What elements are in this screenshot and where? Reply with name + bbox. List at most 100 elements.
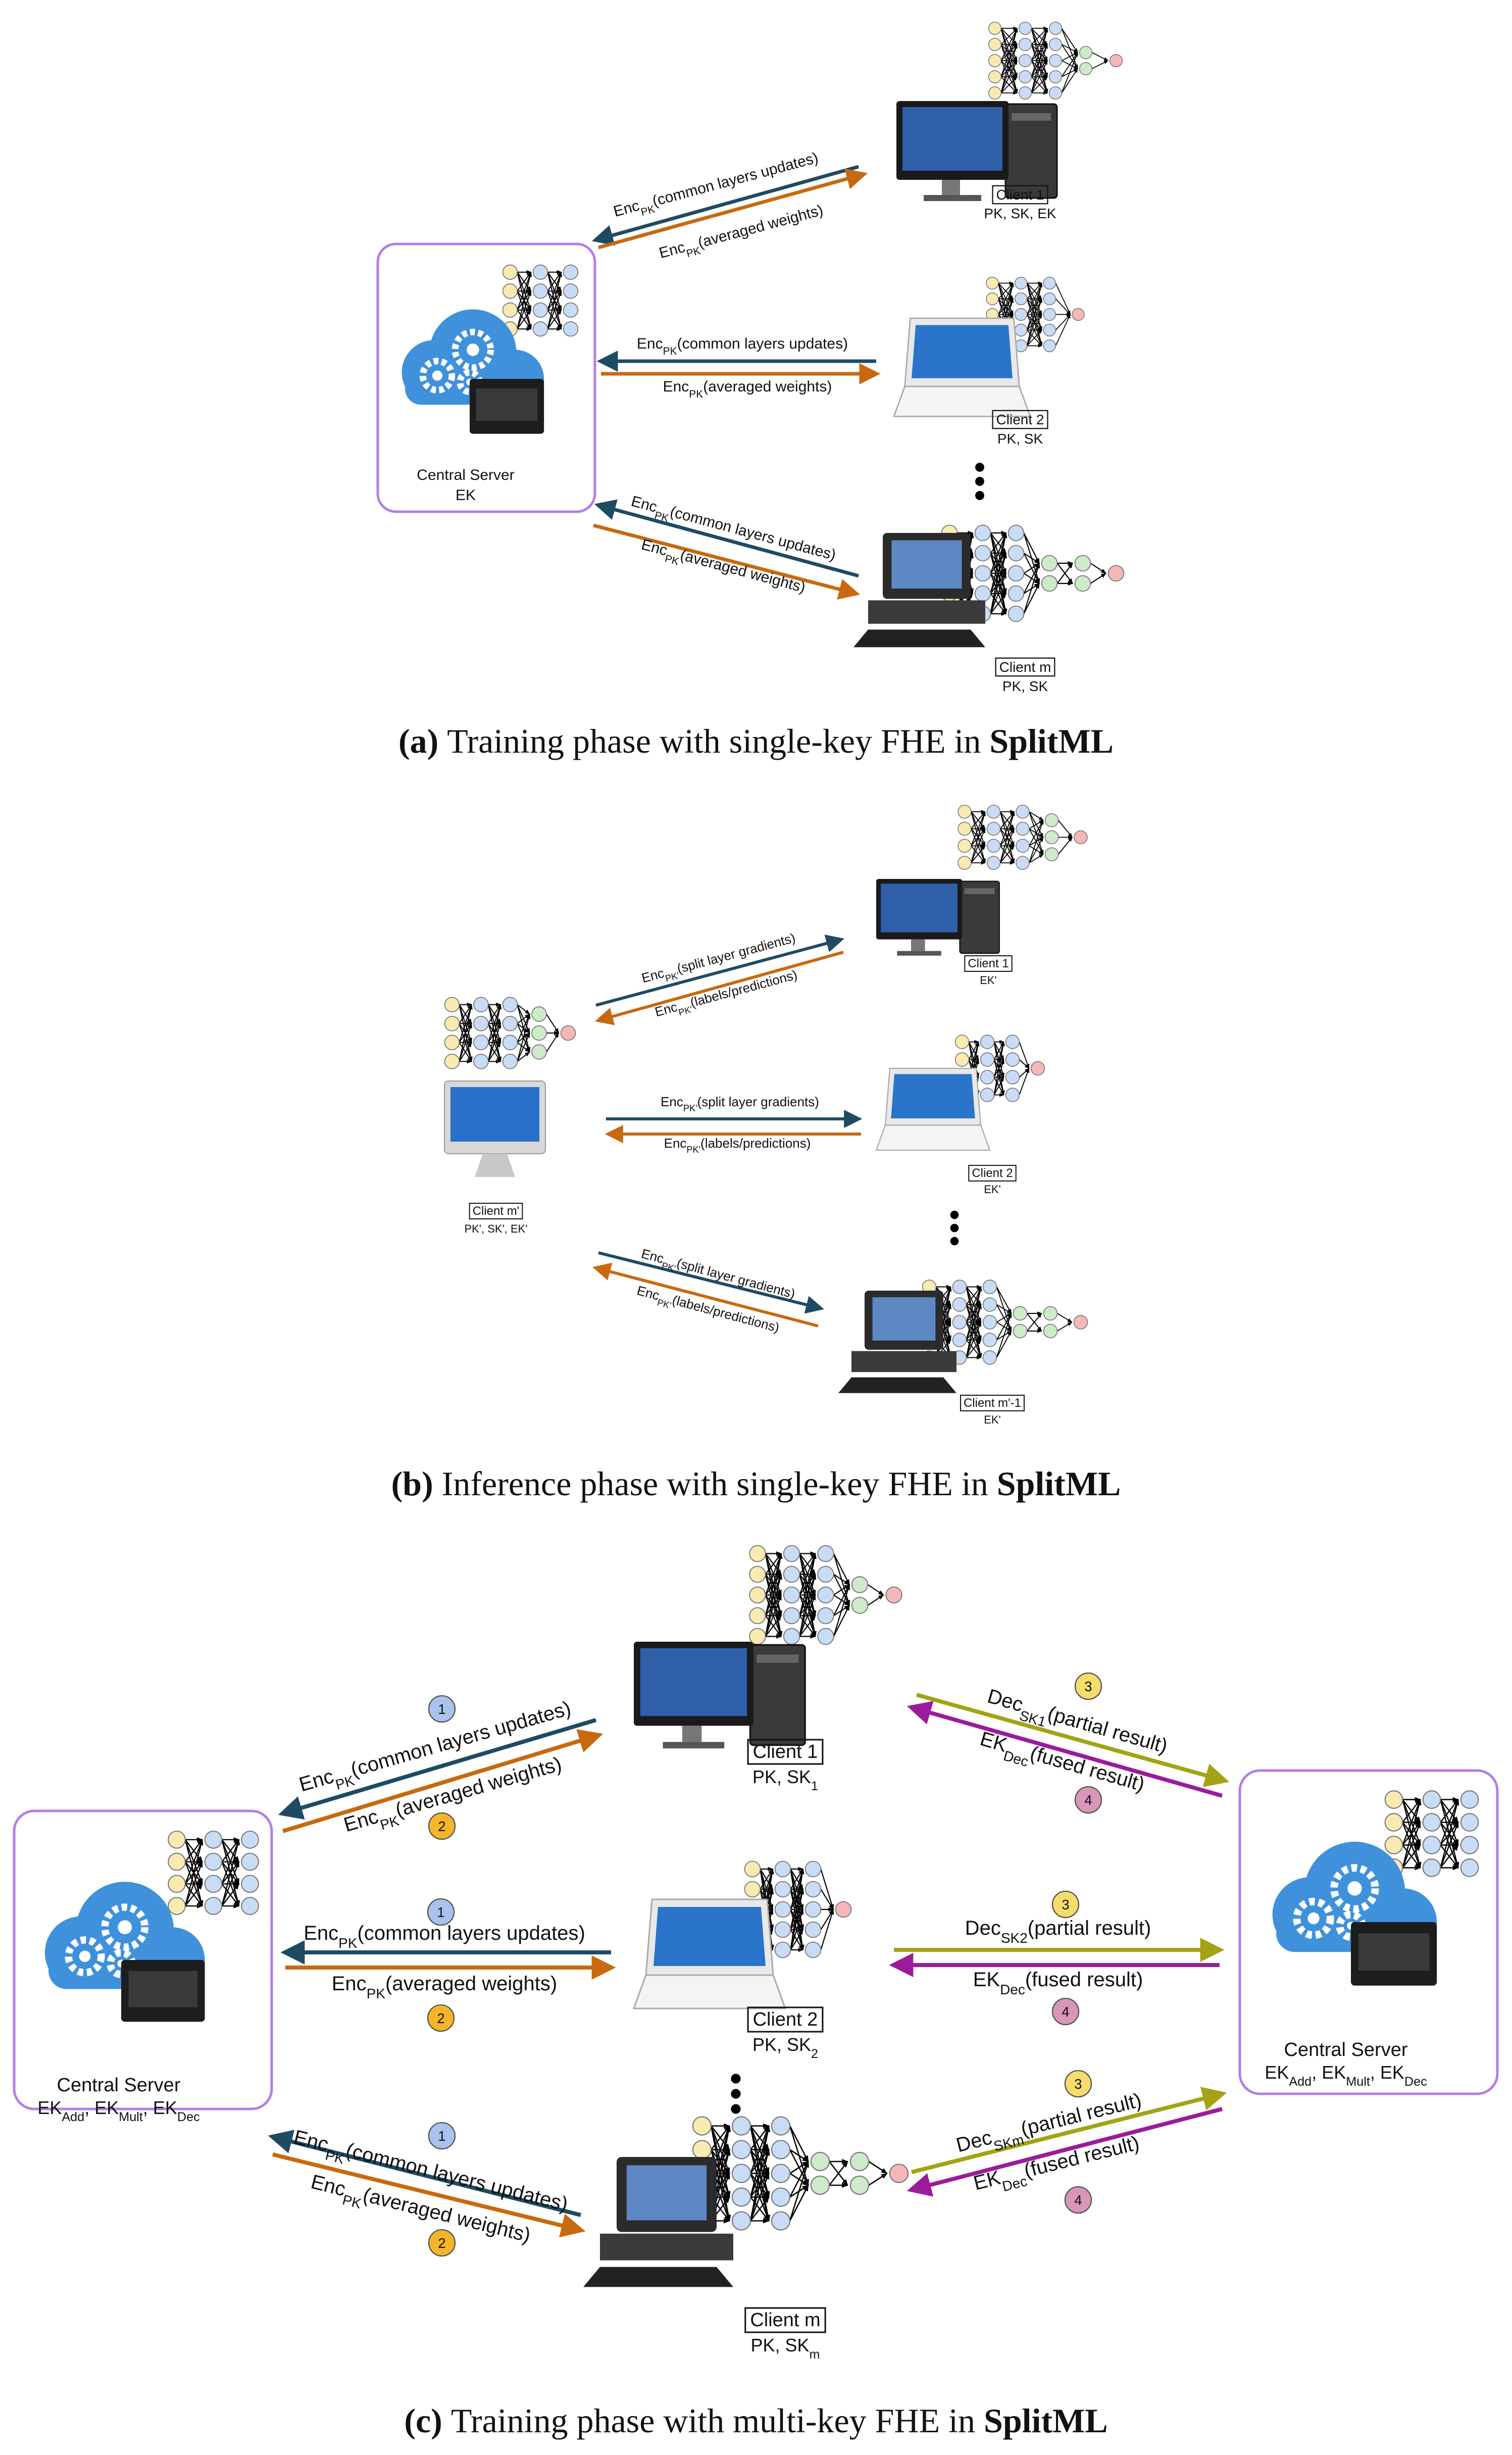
nn-node — [241, 1852, 259, 1871]
monitor-base — [897, 951, 941, 956]
keyboard — [838, 1377, 956, 1393]
nn-node — [1014, 292, 1028, 306]
nn-edge — [749, 2173, 770, 2221]
nn-node — [502, 302, 518, 318]
nn-node — [168, 1852, 186, 1871]
nn-edge — [789, 2125, 809, 2163]
arrow-averaged-weights-1 — [598, 168, 868, 250]
nn-edge — [1031, 28, 1048, 77]
nn-node — [563, 302, 579, 318]
nn-edge — [547, 290, 562, 329]
c-arrow-fused-result-1 — [906, 1701, 1223, 1798]
server-keys: EK — [456, 487, 476, 504]
vertical-ellipsis — [950, 1210, 959, 1246]
nn-node — [473, 1053, 489, 1069]
gear-hub — [118, 1920, 132, 1935]
nn-node — [952, 1333, 967, 1347]
nn-node — [502, 997, 518, 1013]
nn-edge — [750, 2196, 770, 2222]
nn-edge — [488, 1042, 501, 1062]
nn-edge — [459, 1004, 472, 1043]
nn-node — [1048, 37, 1063, 52]
nn-node — [1007, 545, 1025, 562]
ellipsis-dot — [950, 1210, 959, 1219]
nn-node — [1422, 1858, 1441, 1877]
ellipsis-dot — [731, 2089, 741, 2099]
nn-node — [1030, 1061, 1045, 1076]
nn-edge — [1026, 282, 1043, 346]
nn-edge — [790, 1888, 804, 1950]
nn-node — [771, 2164, 791, 2183]
nn-node — [1422, 1836, 1441, 1854]
nn-node — [774, 1941, 791, 1958]
nn-node — [1041, 555, 1058, 572]
nn-edge — [517, 1013, 531, 1062]
nn-node — [560, 1025, 576, 1041]
step-badge-4: 4 — [1074, 1786, 1102, 1814]
nn-node — [817, 1545, 834, 1562]
nn-edge — [221, 1883, 240, 1906]
arrow-averaged-weights-m — [593, 523, 861, 600]
nn-node — [731, 2187, 751, 2207]
laptop-base — [632, 1974, 787, 2009]
nn-edge — [487, 1004, 502, 1062]
nn-edge — [1029, 811, 1044, 821]
nn-node — [810, 2151, 830, 2172]
nn-edge — [790, 1929, 803, 1950]
nn-node — [1018, 70, 1032, 84]
client2-name: Client 2 — [996, 412, 1044, 427]
nn-node — [1007, 565, 1025, 582]
step-badge-circle — [1064, 2070, 1092, 2098]
server-face — [128, 1971, 198, 2007]
nn-node — [204, 1875, 223, 1893]
nn-node — [1014, 308, 1028, 321]
client-name-box — [747, 2006, 824, 2033]
nn-edge — [487, 1023, 501, 1062]
nn-node — [980, 1070, 995, 1085]
nn-node — [980, 1052, 995, 1067]
step-badge-1: 1 — [427, 1898, 455, 1926]
desktop-case — [868, 600, 985, 624]
nn-node — [531, 1044, 547, 1060]
b-enc-up-label-2: EncPK'(split layer gradients) — [661, 1094, 819, 1113]
nn-node — [241, 1897, 259, 1915]
nn-node — [1016, 805, 1030, 819]
nn-edge — [459, 1023, 472, 1062]
nn-node — [952, 1315, 967, 1330]
nn-edge — [221, 1839, 240, 1884]
nn-edge — [971, 828, 986, 863]
nn-edge — [998, 282, 1014, 315]
nn-edge — [765, 1553, 782, 1595]
step-badge-circle — [428, 1695, 456, 1723]
gear-icon — [451, 328, 494, 371]
nn-edge — [487, 1004, 501, 1043]
nn-node — [982, 1350, 997, 1365]
nn-edge — [1029, 819, 1044, 863]
nn-edge — [1056, 1321, 1073, 1332]
client-name-box — [960, 1395, 1025, 1411]
right-server-box — [1238, 1769, 1499, 2095]
nn-edge — [1061, 68, 1078, 93]
nn-node — [473, 997, 489, 1013]
nn-edge — [1026, 282, 1042, 315]
nn-node — [974, 524, 991, 542]
nn-node — [771, 2116, 791, 2136]
right-server-name: Central Server — [1284, 2039, 1408, 2060]
nn-node — [1007, 585, 1025, 602]
step-badge-circle — [1051, 1890, 1080, 1919]
nn-node — [957, 839, 972, 853]
panel-caption: (c) Training phase with multi-key FHE in… — [404, 2401, 1107, 2440]
nn-edge — [996, 1313, 1012, 1358]
nn-node — [731, 2116, 751, 2136]
b-clientm-name: Client m'-1 — [964, 1396, 1021, 1410]
ellipsis-dot — [731, 2104, 741, 2114]
left-server-keys: EKAdd, EKMult, EKDec — [37, 2097, 199, 2124]
nn-edge — [1402, 1822, 1421, 1868]
nn-edge — [993, 1041, 1004, 1077]
left-server-box — [13, 1809, 273, 2110]
nn-node — [731, 2211, 751, 2231]
nn-node — [1107, 565, 1125, 582]
drive-bay — [757, 1654, 799, 1663]
